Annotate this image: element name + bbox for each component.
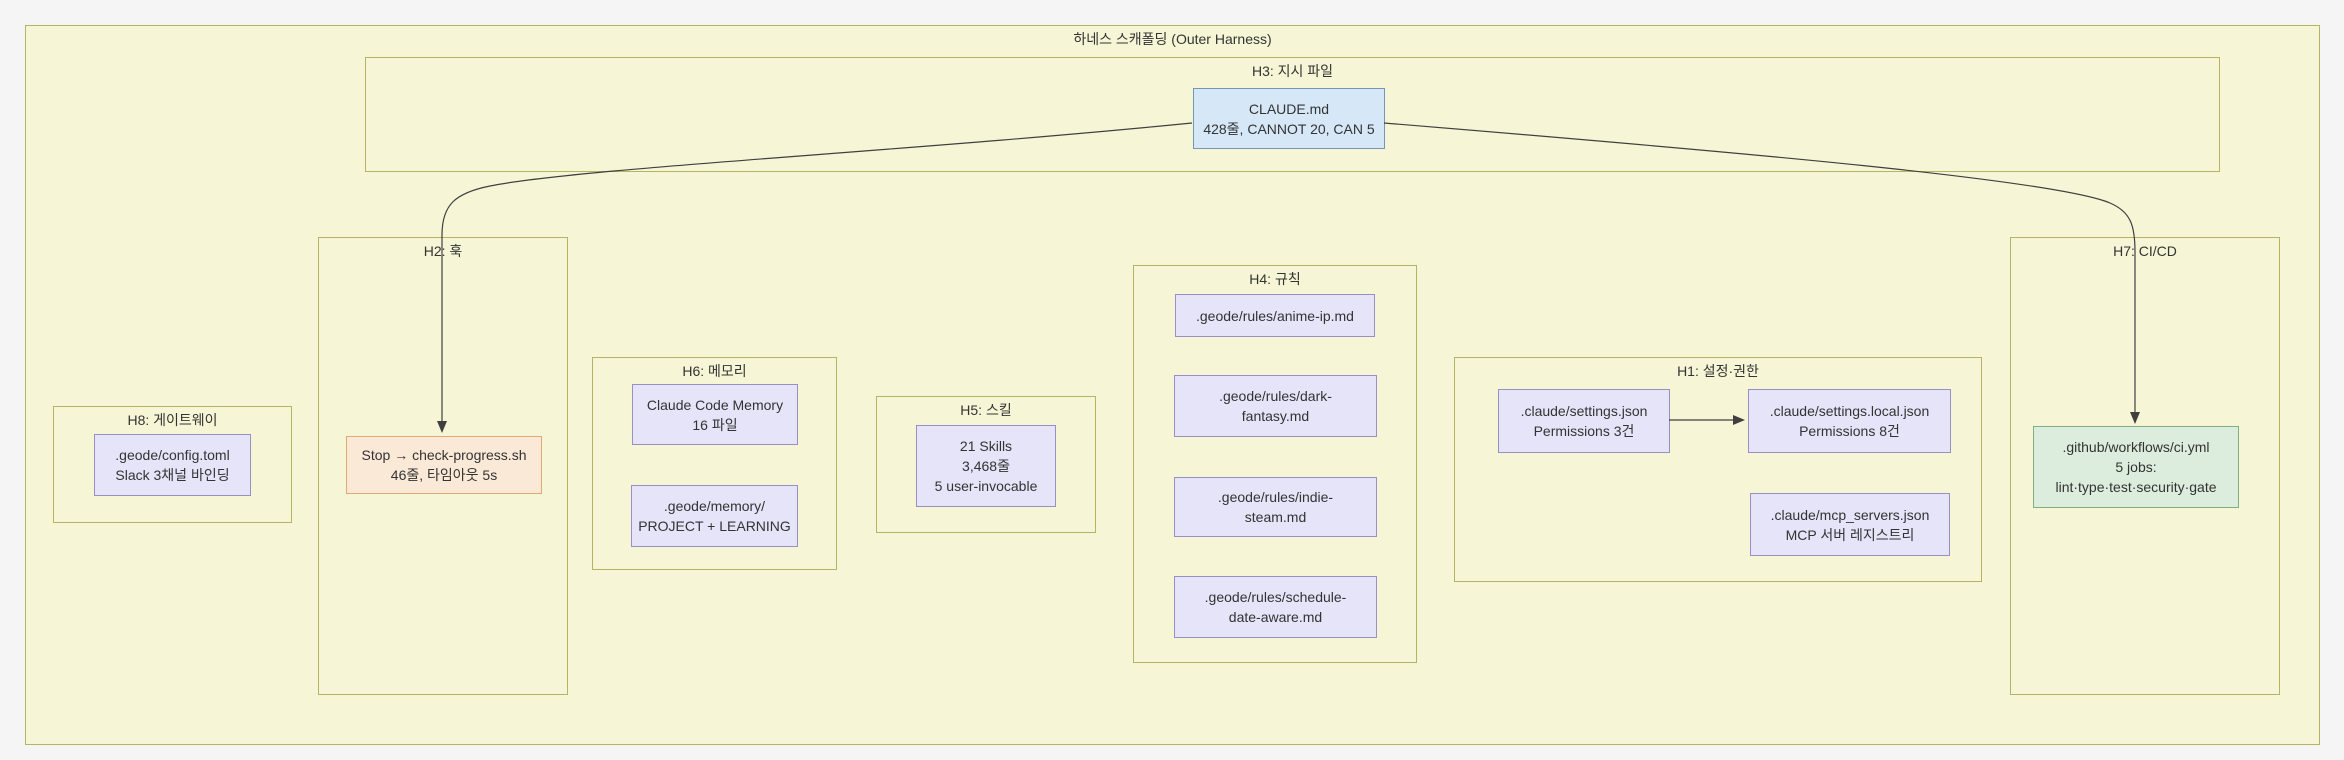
node-rule-schedule-date-aware: .geode/rules/schedule- date-aware.md xyxy=(1174,576,1377,638)
node-line: 428줄, CANNOT 20, CAN 5 xyxy=(1203,120,1375,137)
node-line: Claude Code Memory xyxy=(646,396,784,413)
node-line: .geode/rules/schedule- xyxy=(1204,589,1347,605)
node-line: steam.md xyxy=(1244,509,1307,525)
group-label-h1: H1: 설정·권한 xyxy=(1677,363,1759,379)
node-line: 5 user-invocable xyxy=(934,478,1038,494)
node-line: date-aware.md xyxy=(1228,609,1323,625)
group-h4-rules: H4: 규칙 .geode/rules/anime-ip.md .geode/r… xyxy=(1133,265,1417,663)
node-line: Stop → check-progress.sh xyxy=(361,447,527,463)
node-geode-memory: .geode/memory/ PROJECT + LEARNING xyxy=(631,485,798,547)
node-claude-code-memory: Claude Code Memory 16 파일 xyxy=(632,384,798,445)
group-h2-hooks: H2: 훅 Stop → check-progress.sh 46줄, 타임아웃… xyxy=(318,237,568,695)
node-line: .claude/settings.local.json xyxy=(1769,403,1930,419)
node-line: 3,468줄 xyxy=(962,458,1010,474)
node-ci-workflow: .github/workflows/ci.yml 5 jobs: lint·ty… xyxy=(2033,426,2239,508)
node-line: .geode/config.toml xyxy=(115,447,230,463)
node-line: Slack 3채널 바인딩 xyxy=(115,467,230,483)
group-label-h8: H8: 게이트웨이 xyxy=(127,412,218,428)
node-line: lint·type·test·security·gate xyxy=(2055,479,2217,495)
group-label-h4: H4: 규칙 xyxy=(1249,271,1301,287)
node-line: .geode/rules/indie- xyxy=(1217,489,1334,505)
group-h7-cicd: H7: CI/CD .github/workflows/ci.yml 5 job… xyxy=(2010,237,2280,695)
node-claude-md: CLAUDE.md 428줄, CANNOT 20, CAN 5 xyxy=(1193,88,1385,149)
node-line: 46줄, 타임아웃 5s xyxy=(390,467,498,483)
node-rule-dark-fantasy: .geode/rules/dark- fantasy.md xyxy=(1174,375,1377,437)
group-label-h7: H7: CI/CD xyxy=(2113,243,2177,259)
node-line: .claude/mcp_servers.json xyxy=(1770,506,1930,523)
node-stop-hook: Stop → check-progress.sh 46줄, 타임아웃 5s xyxy=(346,436,542,494)
node-settings-json: .claude/settings.json Permissions 3건 xyxy=(1498,389,1670,453)
node-line: 16 파일 xyxy=(692,416,738,433)
node-line: CLAUDE.md xyxy=(1248,100,1330,117)
node-line: PROJECT + LEARNING xyxy=(638,518,791,534)
node-line: Permissions 3건 xyxy=(1533,423,1635,439)
node-line: .claude/settings.json xyxy=(1520,403,1648,419)
node-rule-anime-ip: .geode/rules/anime-ip.md xyxy=(1175,294,1375,337)
node-line: 21 Skills xyxy=(959,438,1013,454)
node-skills: 21 Skills 3,468줄 5 user-invocable xyxy=(916,425,1056,507)
node-line: .geode/memory/ xyxy=(663,498,766,514)
group-label-h5: H5: 스킬 xyxy=(960,402,1012,418)
node-settings-local-json: .claude/settings.local.json Permissions … xyxy=(1748,389,1951,453)
node-line: Permissions 8건 xyxy=(1799,423,1900,439)
node-line: .geode/rules/anime-ip.md xyxy=(1196,307,1354,324)
group-h5-skills: H5: 스킬 21 Skills 3,468줄 5 user-invocable xyxy=(876,396,1096,533)
group-label-h2: H2: 훅 xyxy=(423,243,463,259)
node-mcp-servers-json: .claude/mcp_servers.json MCP 서버 레지스트리 xyxy=(1750,493,1950,556)
node-geode-config: .geode/config.toml Slack 3채널 바인딩 xyxy=(94,434,251,496)
group-label-h6: H6: 메모리 xyxy=(682,363,747,379)
node-line: 5 jobs: xyxy=(2115,459,2157,475)
node-line: MCP 서버 레지스트리 xyxy=(1785,526,1915,543)
node-line: .geode/rules/dark- xyxy=(1219,388,1332,404)
group-h6-memory: H6: 메모리 Claude Code Memory 16 파일 .geode/… xyxy=(592,357,837,570)
node-line: .github/workflows/ci.yml xyxy=(2062,439,2210,455)
group-h8-gateway: H8: 게이트웨이 .geode/config.toml Slack 3채널 바… xyxy=(53,406,292,523)
node-line: fantasy.md xyxy=(1241,408,1310,424)
diagram-title: 하네스 스캐폴딩 (Outer Harness) xyxy=(1073,31,1272,47)
group-h1-settings-permissions: H1: 설정·권한 .claude/settings.json Permissi… xyxy=(1454,357,1982,582)
node-rule-indie-steam: .geode/rules/indie- steam.md xyxy=(1174,477,1377,537)
group-label-h3: H3: 지시 파일 xyxy=(1251,63,1334,79)
group-h3-instruction-files: H3: 지시 파일 CLAUDE.md 428줄, CANNOT 20, CAN… xyxy=(365,57,2220,172)
